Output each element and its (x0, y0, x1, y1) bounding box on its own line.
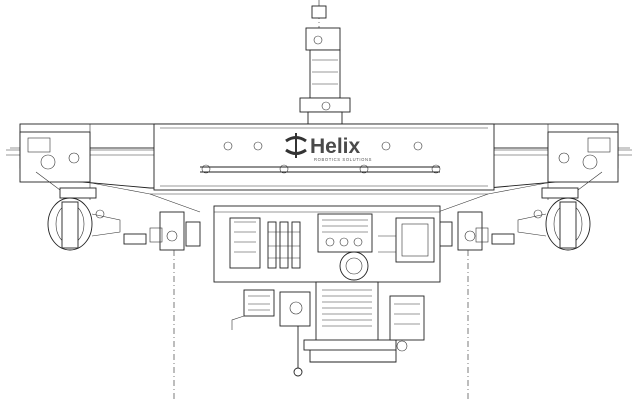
central-equipment-block (213, 205, 441, 283)
logo-tagline: ROBOTICS SOLUTIONS (314, 157, 372, 162)
left-thruster (47, 197, 147, 251)
guide-lines (173, 250, 469, 402)
right-thruster (491, 197, 591, 251)
helix-logo: Helix ROBOTICS SOLUTIONS (285, 133, 372, 162)
lower-tooling-skid (231, 281, 425, 377)
top-mast (299, 0, 351, 125)
helix-mark-icon (285, 133, 307, 158)
left-side-pod (19, 131, 97, 199)
logo-plate (153, 123, 495, 191)
logo-name: Helix (310, 135, 361, 158)
right-side-pod (541, 131, 619, 199)
right-hanger-bracket (437, 211, 489, 251)
left-hanger-bracket (149, 211, 201, 251)
